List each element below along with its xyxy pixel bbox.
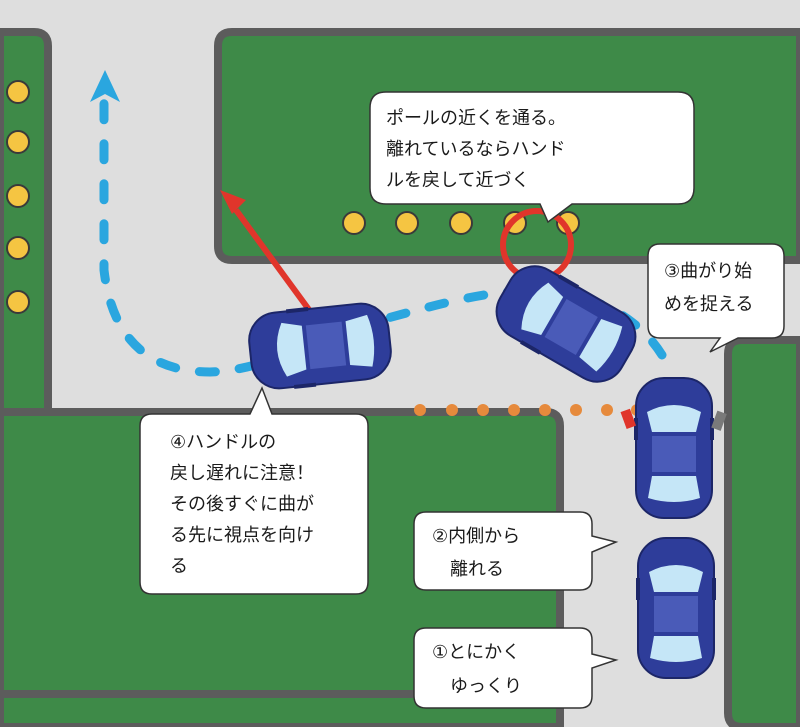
- pole: [6, 130, 30, 154]
- callout-step4-line2: 戻し遅れに注意！: [170, 463, 314, 484]
- car-step2: [620, 377, 727, 519]
- callout-step4: ④ハンドルの 戻し遅れに注意！ その後すぐに曲が る先に視点を向け る: [139, 386, 369, 595]
- callout-step3-line2: めを捉える: [664, 294, 753, 315]
- callout-step4-line4: る先に視点を向け: [170, 525, 314, 546]
- bottom-curb: [0, 690, 580, 698]
- inner-dots: [414, 404, 643, 416]
- callout-step1-line2: ゆっくり: [432, 676, 522, 697]
- car-step4: [245, 297, 395, 395]
- callout-step4-line1: ④ハンドルの: [170, 432, 276, 453]
- grass-bottom-right: [724, 336, 800, 727]
- callout-step3-text: ③曲がり始 めを捉える: [664, 261, 758, 315]
- pole: [342, 211, 366, 235]
- callout-step3-line1: ③曲がり始: [664, 261, 752, 282]
- poles-left: [6, 80, 30, 314]
- path-arrowhead-icon: [90, 70, 120, 102]
- callout-step3: ③曲がり始 めを捉える: [647, 243, 785, 353]
- pole: [449, 211, 473, 235]
- grass-left-top: [0, 28, 52, 416]
- callout-step2-line2: 離れる: [432, 559, 504, 580]
- callout-pole-line3: ルを戻して近づく: [386, 170, 529, 191]
- callout-pole-line1: ポールの近くを通る。: [386, 108, 566, 129]
- steer-arrowhead-icon: [220, 190, 246, 214]
- callout-step1-text: ①とにかく ゆっくり: [432, 642, 526, 697]
- callout-step4-text: ④ハンドルの 戻し遅れに注意！ その後すぐに曲が る先に視点を向け る: [170, 432, 320, 577]
- pole: [6, 80, 30, 104]
- callout-pole-text: ポールの近くを通る。 離れているならハンド ルを戻して近づく: [386, 108, 572, 191]
- steer-arrow: [233, 208, 321, 324]
- pole: [6, 236, 30, 260]
- callout-pole-line2: 離れているならハンド: [386, 139, 565, 160]
- callout-step2-line1: ②内側から: [432, 526, 520, 547]
- callout-step1-line1: ①とにかく: [432, 642, 520, 663]
- callout-step2-text: ②内側から 離れる: [432, 526, 526, 580]
- callout-step2: ②内側から 離れる: [413, 511, 619, 591]
- callout-step4-line5: る: [170, 556, 188, 577]
- car-step1: [635, 537, 717, 679]
- callout-step1: ①とにかく ゆっくり: [413, 627, 619, 709]
- pole: [6, 184, 30, 208]
- callout-step4-line3: その後すぐに曲が: [170, 494, 314, 515]
- pole: [395, 211, 419, 235]
- pole: [6, 290, 30, 314]
- callout-pole: ポールの近くを通る。 離れているならハンド ルを戻して近づく: [369, 91, 695, 224]
